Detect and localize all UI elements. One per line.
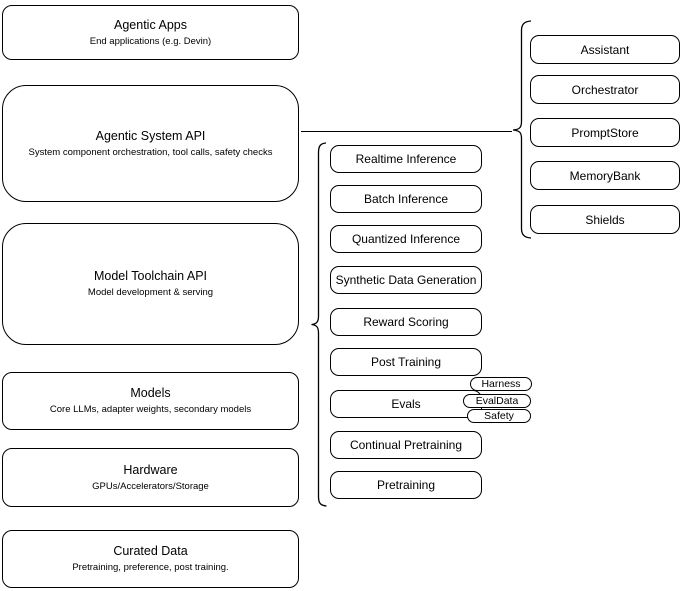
node-pretraining: Pretraining	[330, 471, 482, 499]
node-agentic-system-api-title: Agentic System API	[95, 128, 206, 143]
node-reward-scoring: Reward Scoring	[330, 308, 482, 336]
node-hardware-subtitle: GPUs/Accelerators/Storage	[92, 480, 209, 492]
node-promptstore: PromptStore	[530, 118, 680, 147]
node-model-toolchain-api-title: Model Toolchain API	[93, 269, 208, 283]
node-model-toolchain-api: Model Toolchain API Model development & …	[2, 223, 299, 345]
node-batch-inference: Batch Inference	[330, 185, 482, 213]
node-agentic-apps: Agentic Apps End applications (e.g. Devi…	[2, 5, 299, 60]
node-memorybank: MemoryBank	[530, 161, 680, 190]
tag-evaldata: EvalData	[463, 394, 531, 408]
node-models: Models Core LLMs, adapter weights, secon…	[2, 372, 299, 430]
tag-harness: Harness	[470, 377, 532, 391]
node-agentic-apps-subtitle: End applications (e.g. Devin)	[89, 35, 212, 47]
toolchain-group-brace	[311, 142, 327, 507]
tag-safety: Safety	[467, 409, 531, 423]
node-curated-data: Curated Data Pretraining, preference, po…	[2, 530, 299, 588]
system-group-brace	[512, 20, 532, 239]
node-assistant: Assistant	[530, 35, 680, 64]
node-evals: Evals	[330, 390, 482, 418]
node-agentic-system-api: Agentic System API System component orch…	[2, 85, 299, 202]
node-shields: Shields	[530, 205, 680, 234]
node-realtime-inference: Realtime Inference	[330, 145, 482, 173]
node-curated-data-subtitle: Pretraining, preference, post training.	[72, 562, 229, 573]
node-orchestrator: Orchestrator	[530, 75, 680, 104]
node-models-subtitle: Core LLMs, adapter weights, secondary mo…	[49, 404, 252, 415]
node-curated-data-title: Curated Data	[113, 544, 188, 558]
node-hardware: Hardware GPUs/Accelerators/Storage	[2, 448, 299, 507]
node-agentic-system-api-subtitle: System component orchestration, tool cal…	[28, 146, 273, 158]
node-model-toolchain-api-subtitle: Model development & serving	[87, 287, 214, 298]
node-synthetic-data-generation: Synthetic Data Generation	[330, 266, 482, 294]
node-quantized-inference: Quantized Inference	[330, 225, 482, 253]
node-continual-pretraining: Continual Pretraining	[330, 431, 482, 459]
node-post-training: Post Training	[330, 348, 482, 376]
node-models-title: Models	[130, 386, 171, 400]
node-agentic-apps-title: Agentic Apps	[114, 17, 187, 32]
node-hardware-title: Hardware	[123, 462, 178, 477]
